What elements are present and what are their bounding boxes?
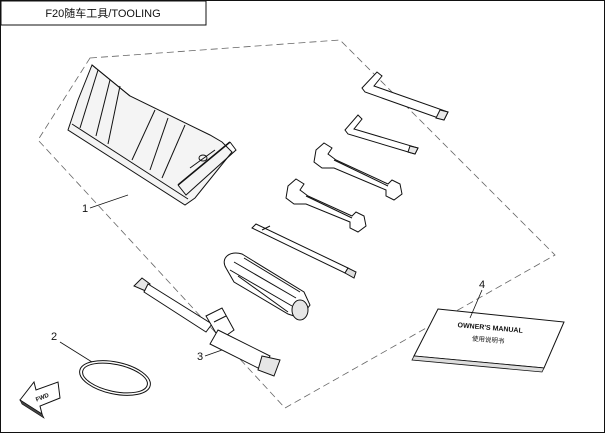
open-end-wrench-large [313,142,403,201]
screwdriver-handle [223,252,311,321]
callout-4: 4 [479,279,485,291]
owners-manual: OWNER'S MANUAL 使用说明书 [411,308,565,373]
hex-key-large [361,71,449,121]
callout-1: 1 [82,203,88,215]
screwdriver-shaft [251,223,357,279]
callout-3: 3 [197,351,203,363]
hex-key-small [344,114,419,155]
leader-lines [59,194,483,363]
fwd-label: FWD [35,392,51,403]
title-box: F20随车工具/TOOLING [0,0,207,26]
callout-2: 2 [51,331,57,343]
o-ring [79,360,151,396]
open-end-wrench-small [285,178,367,233]
kit-boundary [37,39,556,409]
tool-pouch [67,64,237,206]
socket-wrench [133,277,281,377]
page-title: F20随车工具/TOOLING [45,6,160,20]
manual-title-zh: 使用说明书 [472,334,506,346]
direction-arrow-icon: FWD [19,380,61,419]
